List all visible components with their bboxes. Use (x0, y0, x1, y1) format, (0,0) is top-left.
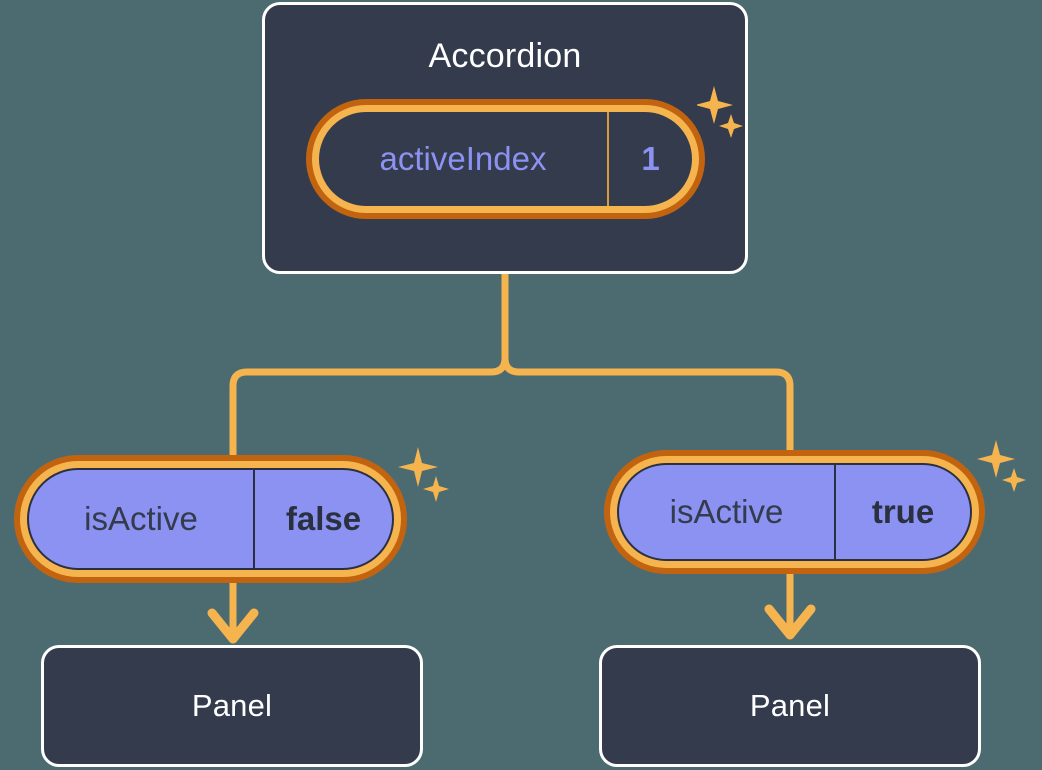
prop-badge-isactive-right-ring: isActive true (610, 456, 979, 568)
state-badge-activeindex[interactable]: activeIndex 1 (306, 99, 705, 219)
arrow-down-icon-left (207, 583, 259, 644)
state-badge-activeindex-value: 1 (607, 112, 692, 206)
state-badge-activeindex-key: activeIndex (379, 140, 547, 177)
sparkle-icon (977, 440, 1026, 492)
panel-card-left[interactable]: Panel (41, 645, 423, 767)
state-badge-activeindex-body: activeIndex 1 (319, 112, 692, 206)
prop-badge-isactive-left-key: isActive (84, 500, 198, 537)
prop-badge-isactive-right-body: isActive true (617, 463, 972, 561)
connector-branch-right (501, 354, 794, 456)
panel-left-title: Panel (191, 688, 273, 723)
state-badge-activeindex-ring: activeIndex 1 (312, 105, 699, 213)
connector-branch-left (229, 354, 509, 459)
accordion-title: Accordion (428, 37, 582, 75)
prop-badge-isactive-right[interactable]: isActive true (604, 450, 985, 574)
prop-badge-isactive-left[interactable]: isActive false (14, 455, 407, 583)
prop-badge-isactive-right-value: true (834, 465, 970, 559)
prop-badge-isactive-left-ring: isActive false (20, 461, 401, 577)
panel-right-title: Panel (749, 688, 831, 723)
prop-badge-isactive-left-body: isActive false (27, 468, 394, 570)
panel-card-right[interactable]: Panel (599, 645, 981, 767)
arrow-down-icon-right (764, 574, 816, 640)
prop-badge-isactive-left-value: false (253, 470, 392, 568)
prop-badge-isactive-right-key: isActive (669, 493, 784, 530)
sparkle-icon (398, 447, 449, 502)
